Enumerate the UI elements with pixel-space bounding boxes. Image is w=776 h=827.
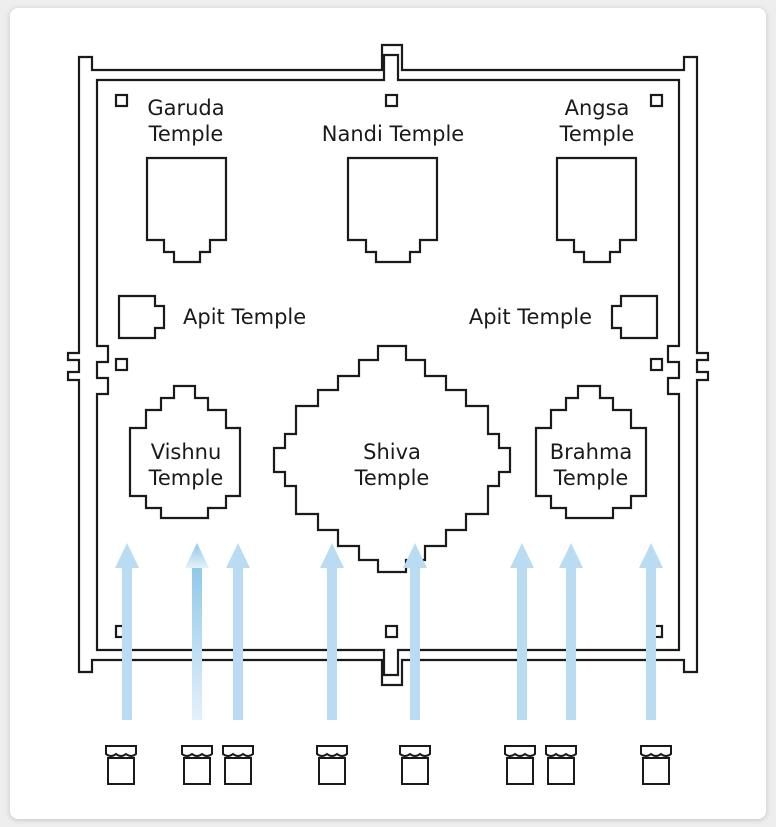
- arrow-group: [115, 543, 663, 720]
- brahma-label-line2: Temple: [553, 466, 629, 490]
- corner-marker-tc: [384, 93, 399, 108]
- small-shrine: [504, 745, 536, 785]
- corner-marker-ml: [114, 357, 129, 372]
- shiva-temple-shape: [272, 344, 512, 574]
- apit-right-label: Apit Temple: [469, 305, 592, 329]
- brahma-label-line1: Brahma: [550, 440, 633, 464]
- arrow: [185, 543, 209, 720]
- shiva-label-line1: Shiva: [363, 440, 421, 464]
- garuda-label-line2: Temple: [148, 122, 224, 146]
- arrow: [510, 543, 534, 720]
- vishnu-label-line2: Temple: [148, 466, 224, 490]
- apit-left-label: Apit Temple: [183, 305, 306, 329]
- arrow: [115, 543, 139, 720]
- corner-marker-mr: [649, 357, 664, 372]
- angsa-label-line2: Temple: [559, 122, 635, 146]
- brahma-temple-shape: [534, 384, 648, 520]
- diagram-card: [10, 8, 766, 819]
- small-shrine: [545, 745, 577, 785]
- garuda-label-line1: Garuda: [147, 96, 224, 120]
- angsa-temple-shape: [555, 156, 638, 264]
- small-shrine: [316, 745, 348, 785]
- arrow: [226, 543, 250, 720]
- nandi-label: Nandi Temple: [322, 122, 464, 146]
- arrow: [320, 543, 344, 720]
- small-shrine: [181, 745, 213, 785]
- corner-marker-tr: [649, 93, 664, 108]
- corner-marker-bc: [384, 624, 399, 639]
- nandi-temple-shape: [346, 156, 439, 264]
- inner-wall: [95, 53, 681, 677]
- arrow: [403, 543, 427, 720]
- apit-left-temple-shape: [117, 294, 166, 340]
- vishnu-label-line1: Vishnu: [151, 440, 222, 464]
- garuda-temple-shape: [145, 156, 228, 264]
- outer-wall: [66, 43, 710, 687]
- small-shrine: [399, 745, 431, 785]
- small-shrine: [640, 745, 672, 785]
- shiva-label-line2: Temple: [354, 466, 430, 490]
- arrow: [639, 543, 663, 720]
- small-shrine: [105, 745, 137, 785]
- apit-right-temple-shape: [610, 294, 659, 340]
- corner-marker-tl: [114, 93, 129, 108]
- small-shrine: [222, 745, 254, 785]
- vishnu-temple-shape: [128, 384, 242, 520]
- angsa-label-line1: Angsa: [565, 96, 630, 120]
- arrow: [559, 543, 583, 720]
